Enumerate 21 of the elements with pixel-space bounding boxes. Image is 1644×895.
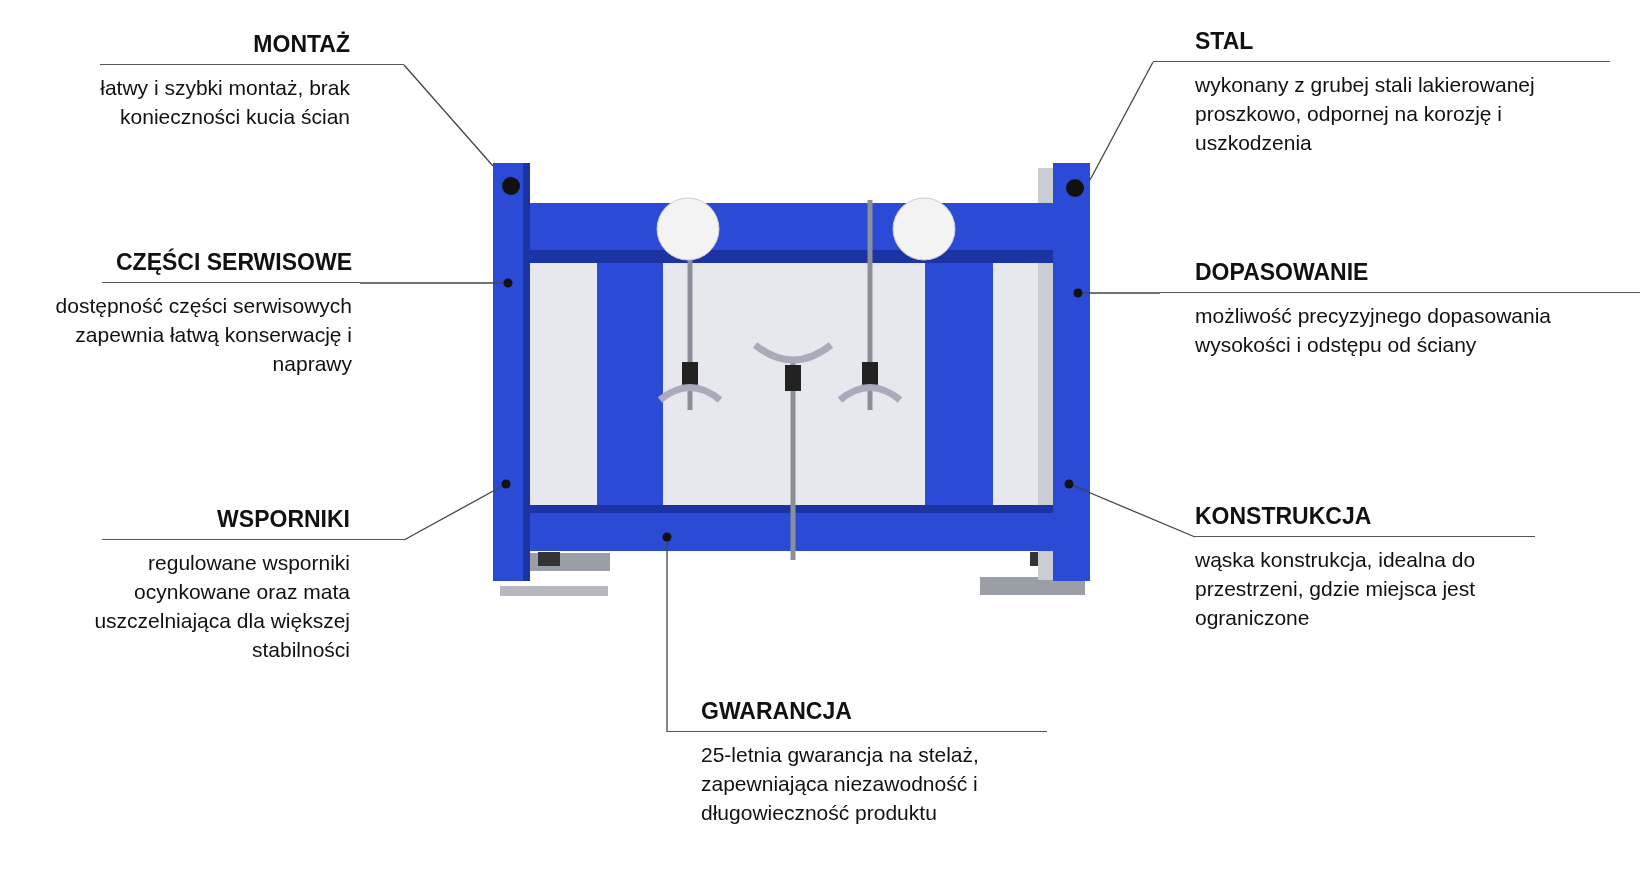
callout-text: regulowane wsporniki ocynkowane oraz mata uszczelniająca dla większej stabilności — [93, 550, 351, 663]
callout-heading: DOPASOWANIE — [1160, 258, 1640, 293]
leader-line — [1073, 288, 1161, 298]
callout-heading: GWARANCJA — [667, 697, 1047, 732]
callout-heading: STAL — [1153, 27, 1610, 62]
leader-line — [662, 532, 672, 733]
callout-heading: KONSTRUKCJA — [1195, 502, 1535, 537]
leader-line — [403, 479, 511, 541]
callout-text: dostępność części serwisowych zapewnia łatwą konserwację i naprawy — [54, 293, 353, 377]
callout-text: 25-letnia gwarancja na stelaż, zapewniająca niezawodność i długowieczność produktu — [700, 742, 980, 826]
callout-heading: CZĘŚCI SERWISOWE — [102, 248, 360, 283]
callout-text: możliwość precyzyjnego dopasowania wysokości i odstępu od ściany — [1194, 303, 1552, 358]
leader-line — [359, 278, 513, 288]
callout-text: wykonany z grubej stali lakierowanej proszkowo, odpornej na korozję i uszkodzenia — [1194, 72, 1536, 156]
leader-line — [1064, 479, 1196, 538]
callout-text: łatwy i szybki montaż, brak konieczności kucia ścian — [100, 75, 351, 130]
callout-text: wąska konstrukcja, idealna do przestrzeni, gdzie miejsca jest ograniczone — [1195, 547, 1477, 631]
callout-heading: WSPORNIKI — [102, 505, 404, 540]
leader-line — [1089, 61, 1154, 181]
callout-heading: MONTAŻ — [100, 30, 404, 65]
leader-line — [403, 64, 494, 167]
